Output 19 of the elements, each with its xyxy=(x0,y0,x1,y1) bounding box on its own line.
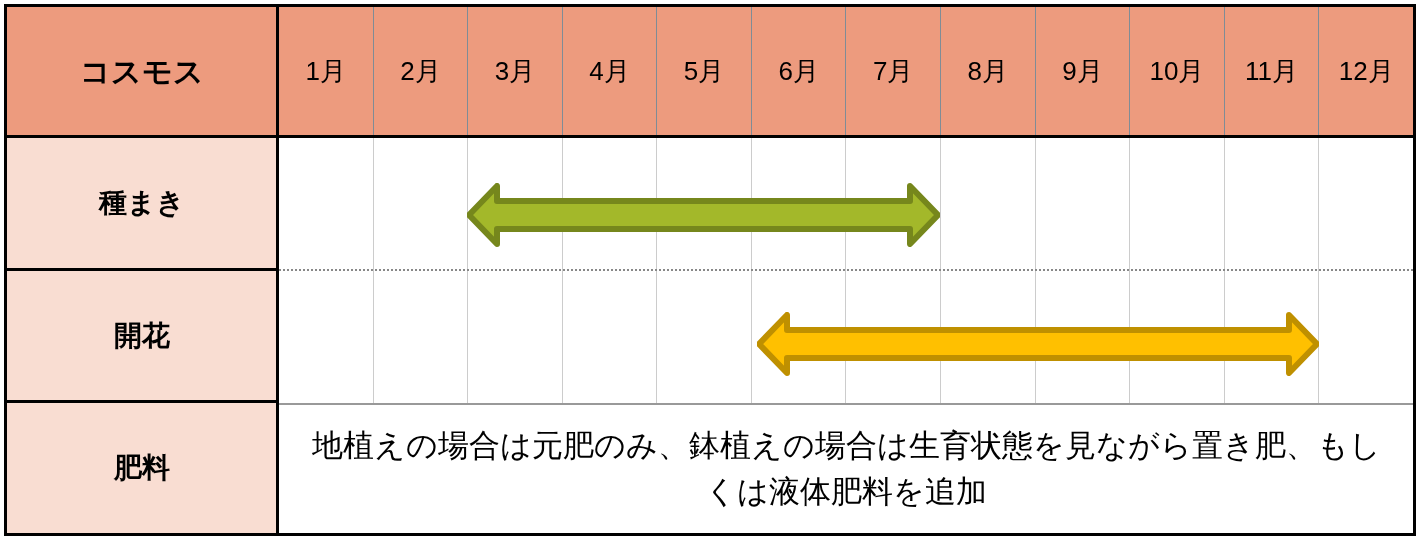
month-label: 12月 xyxy=(1338,54,1394,88)
note-text: 地植えの場合は元肥のみ、鉢植えの場合は生育状態を見ながら置き肥、もしくは液体肥料を追加 xyxy=(310,427,1382,511)
double-arrow xyxy=(467,183,940,247)
row-header: 開花 xyxy=(113,318,170,353)
table-header: コスモス xyxy=(79,53,204,90)
month-label: 9月 xyxy=(1062,54,1103,88)
month-label: 8月 xyxy=(967,54,1009,88)
row-header: 肥料 xyxy=(113,451,170,486)
double-arrow xyxy=(757,312,1319,376)
row-header: 種まき xyxy=(98,185,185,220)
month-label: 2月 xyxy=(400,54,441,88)
month-label: 5月 xyxy=(683,54,725,88)
month-label: 10月 xyxy=(1149,54,1205,88)
month-label: 6月 xyxy=(778,54,819,88)
month-label: 11月 xyxy=(1245,54,1299,88)
month-label: 1月 xyxy=(305,54,346,88)
month-label: 3月 xyxy=(494,54,536,88)
month-label: 7月 xyxy=(873,54,914,88)
month-label: 4月 xyxy=(589,54,630,88)
